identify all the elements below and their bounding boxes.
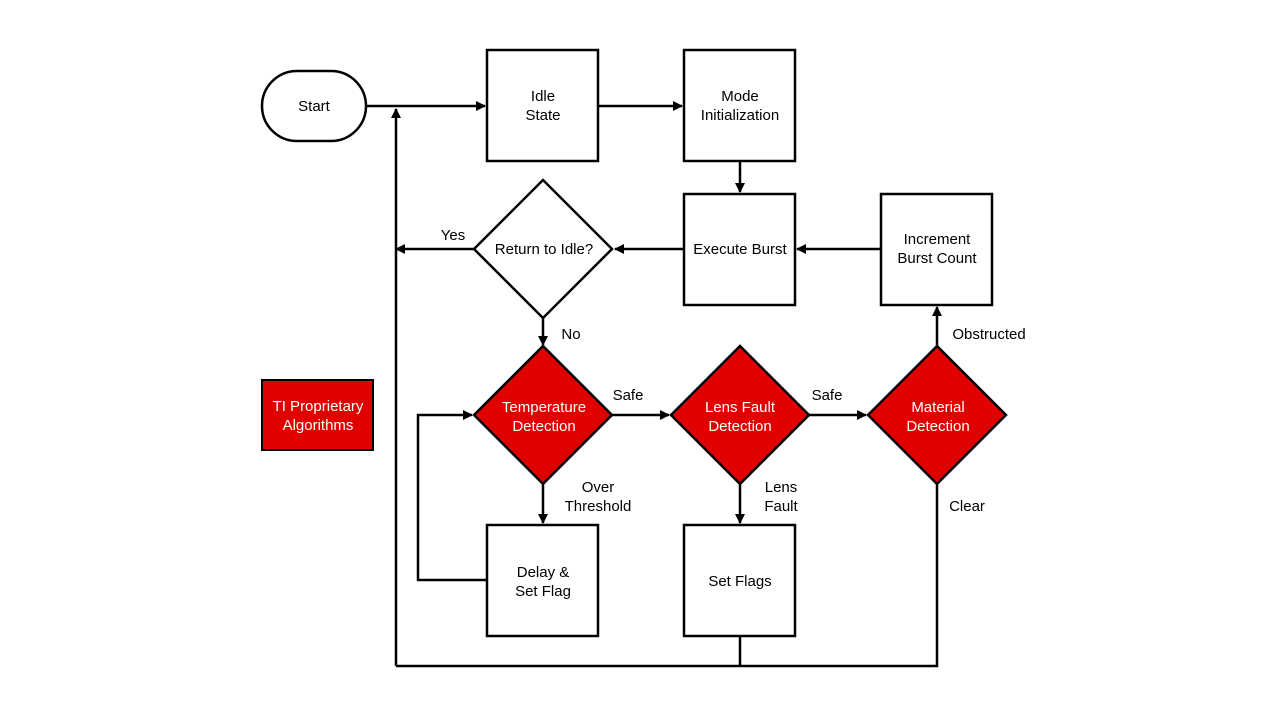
edge-label-no: No	[561, 326, 580, 343]
edge-label-clear: Clear	[949, 498, 985, 515]
edge-delay-loop	[416, 410, 487, 582]
legend-label-2: Algorithms	[283, 417, 354, 434]
edge-material-clear	[396, 484, 939, 668]
execute-burst-node: Execute Burst	[682, 192, 797, 307]
increment-burst-label-2: Burst Count	[897, 250, 977, 267]
return-to-idle-decision: Return to Idle?	[472, 178, 614, 320]
lens-fault-detection-decision: Lens Fault Detection	[669, 344, 811, 486]
legend-swatch	[261, 379, 374, 451]
mode-initialization-node: Mode Initialization	[682, 48, 797, 163]
connectors	[367, 101, 942, 668]
edge-label-over-threshold-2: Threshold	[565, 498, 632, 515]
edge-label-safe-temperature: Safe	[613, 387, 644, 404]
increment-burst-count-node: Increment Burst Count	[879, 192, 994, 307]
edge-label-obstructed: Obstructed	[952, 326, 1025, 343]
edge-label-over-threshold-1: Over	[582, 479, 615, 496]
edge-label-lens-fault-1: Lens	[765, 479, 798, 496]
material-detection-decision: Material Detection	[866, 344, 1008, 486]
mode-initialization-label-1: Mode	[721, 88, 759, 105]
return-to-idle-label: Return to Idle?	[495, 241, 593, 258]
idle-state-node: Idle State	[485, 48, 600, 163]
start-label: Start	[298, 98, 331, 115]
delay-set-flag-node: Delay & Set Flag	[485, 523, 600, 638]
idle-state-label-1: Idle	[531, 88, 555, 105]
mode-initialization-label-2: Initialization	[701, 107, 779, 124]
edge-labels: Yes No Safe Safe Obstructed Over Thresho…	[441, 227, 1026, 515]
edge-label-safe-lens: Safe	[812, 387, 843, 404]
edge-label-lens-fault-2: Fault	[764, 498, 798, 515]
set-flags-label: Set Flags	[708, 573, 771, 590]
delay-set-flag-label-2: Set Flag	[515, 583, 571, 600]
temperature-detection-label-1: Temperature	[502, 399, 586, 416]
temperature-detection-decision: Temperature Detection	[472, 344, 614, 486]
set-flags-node: Set Flags	[682, 523, 797, 638]
material-detection-label-1: Material	[911, 399, 964, 416]
legend-proprietary: TI Proprietary Algorithms	[261, 379, 374, 451]
lens-fault-detection-label-1: Lens Fault	[705, 399, 776, 416]
execute-burst-label: Execute Burst	[693, 241, 787, 258]
idle-state-label-2: State	[525, 107, 560, 124]
increment-burst-label-1: Increment	[904, 231, 972, 248]
legend-label-1: TI Proprietary	[273, 398, 364, 415]
material-detection-label-2: Detection	[906, 418, 969, 435]
temperature-detection-label-2: Detection	[512, 418, 575, 435]
edge-label-yes: Yes	[441, 227, 465, 244]
start-node: Start	[260, 69, 368, 143]
delay-set-flag-label-1: Delay &	[517, 564, 570, 581]
lens-fault-detection-label-2: Detection	[708, 418, 771, 435]
